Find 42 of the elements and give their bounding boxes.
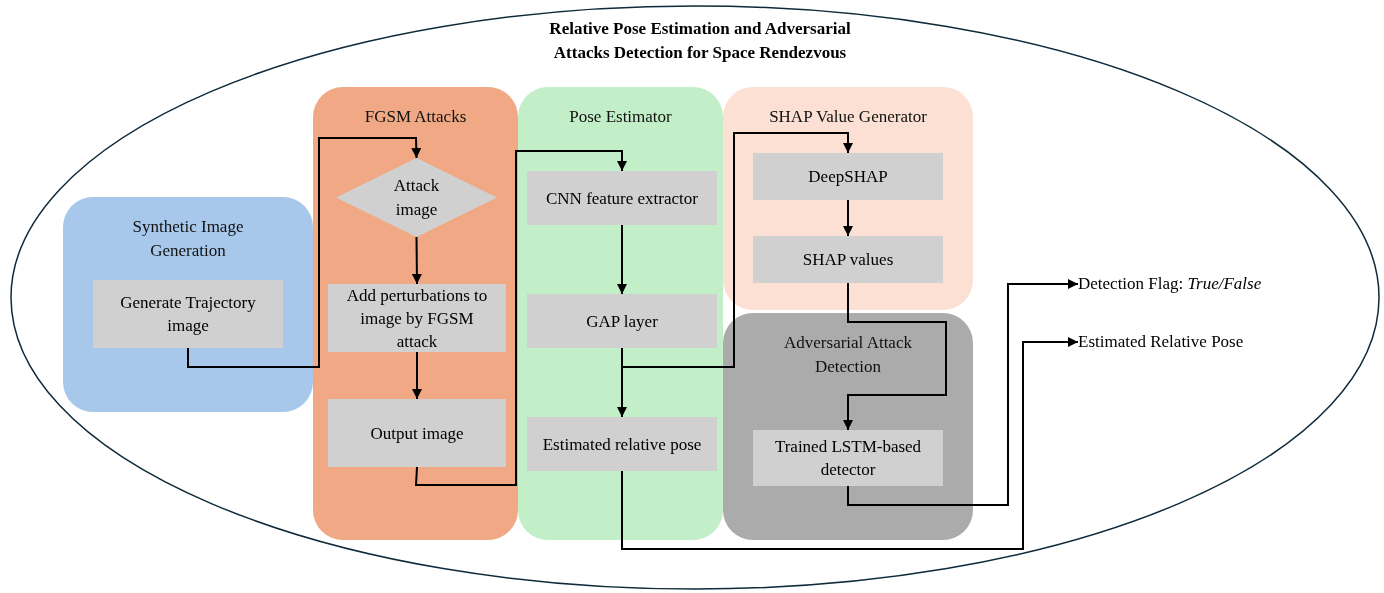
node-text: GAP layer [586, 310, 658, 333]
node-text: Estimated Relative Pose [1078, 331, 1244, 353]
arrow [411, 236, 422, 285]
node-text: DeepSHAP [808, 166, 888, 188]
node-text: Relative Pose Estimation and Adversarial Attacks Detection for Space Rendezvous [549, 19, 851, 62]
group-panel [313, 87, 518, 540]
process-box [753, 153, 943, 200]
node-text: SHAP values [802, 249, 894, 271]
node-text: Synthetic Image Generation [132, 217, 244, 260]
node-text: Adversarial Attack Detection [784, 333, 912, 376]
node-text: Add perturbations to image by FGSM attack [345, 284, 489, 353]
node-text: Attack image [393, 175, 440, 219]
node-text: SHAP Value Generator [769, 107, 927, 126]
process-box [93, 280, 283, 348]
node-text: Trained LSTM-based detector [773, 436, 923, 481]
group-panel [723, 313, 973, 540]
arrow [617, 224, 627, 295]
process-box [753, 236, 943, 283]
group-panel [723, 87, 973, 310]
node-text: Estimated relative pose [542, 433, 702, 456]
node-text: CNN feature extractor [546, 187, 698, 210]
arrow [847, 279, 1079, 506]
arrow [621, 337, 1079, 550]
arrow [412, 351, 422, 400]
process-box [753, 430, 943, 486]
arrow [187, 137, 422, 368]
arrow [414, 150, 627, 486]
process-box [527, 294, 717, 348]
arrow [843, 282, 947, 431]
process-box [527, 417, 717, 471]
arrow [843, 199, 853, 237]
group-panel [518, 87, 723, 540]
node-text: Output image [370, 422, 464, 445]
process-box [328, 284, 506, 352]
group-panel [63, 197, 313, 412]
arrow [621, 132, 853, 368]
process-box [328, 399, 506, 467]
process-box [527, 171, 717, 225]
node-text: Pose Estimator [569, 107, 672, 126]
node-text: FGSM Attacks [364, 107, 467, 126]
node-text: Generate Trajectory image [119, 292, 257, 337]
node-text: Detection Flag: True/False [1078, 273, 1262, 295]
